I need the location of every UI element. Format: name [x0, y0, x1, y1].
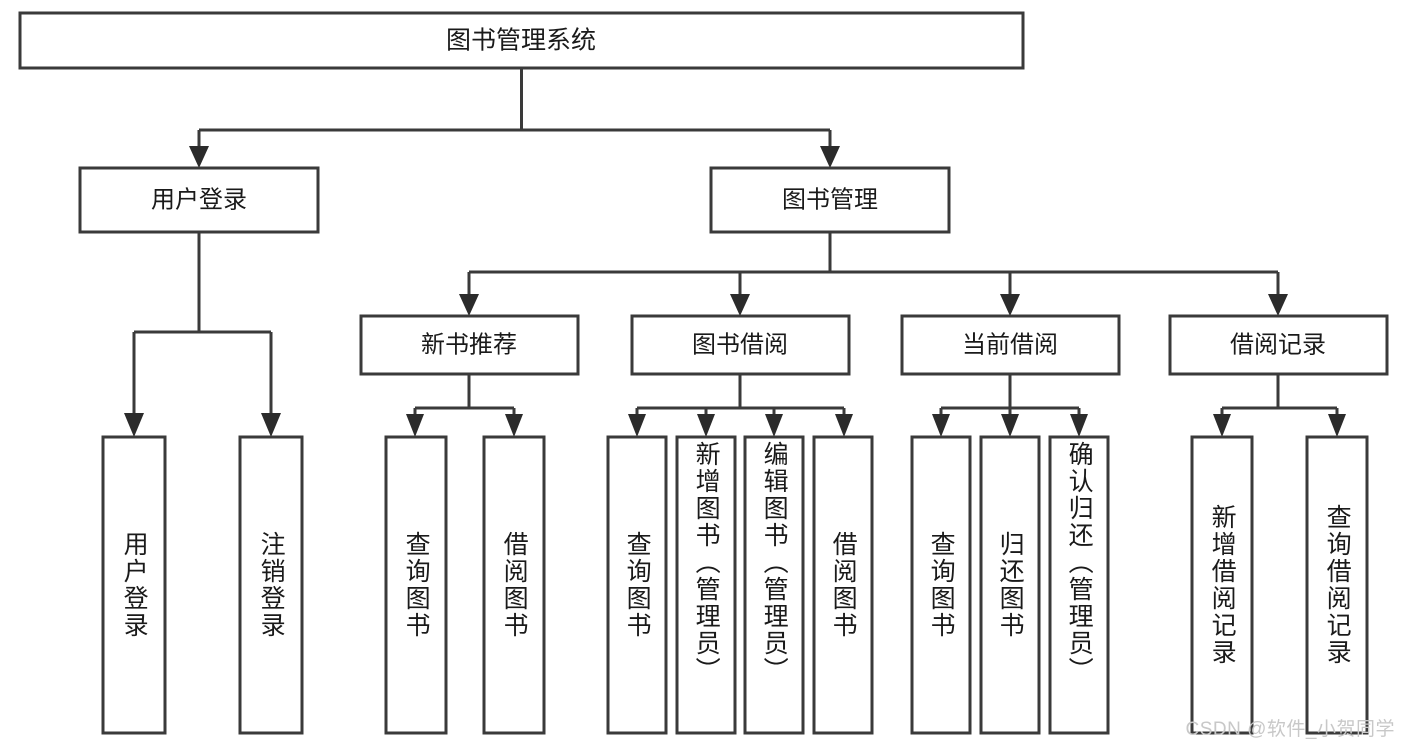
arrow-head-leaf-query-book-2 — [628, 414, 646, 437]
node-bookmgmt-box[interactable] — [709, 166, 951, 234]
node-login[interactable]: 用户登录 — [78, 166, 320, 234]
node-leaf-borrow-book-2-box[interactable] — [812, 435, 874, 735]
node-leaf-query-book-1[interactable]: 查询图书 — [384, 435, 448, 735]
node-leaf-borrow-book-2-label: 借阅图书 — [829, 531, 858, 639]
arrow-head-leaf-edit-book — [765, 414, 783, 437]
node-leaf-query-book-2[interactable]: 查询图书 — [606, 435, 668, 735]
node-leaf-query-record[interactable]: 查询借阅记录 — [1305, 435, 1369, 735]
node-leaf-add-book-label: 新增图书（管理员） — [692, 441, 721, 684]
arrow-head-current — [1000, 294, 1020, 316]
arrow-head-leaf-logout — [261, 413, 281, 437]
node-leaf-add-record-box[interactable] — [1190, 435, 1254, 735]
node-leaf-query-book-3-label: 查询图书 — [927, 531, 956, 639]
arrow-head-leaf-borrow-book-1 — [505, 414, 523, 437]
edge-layer — [124, 68, 1346, 437]
node-leaf-add-book[interactable]: 新增图书（管理员） — [675, 435, 737, 735]
node-leaf-logout-box[interactable] — [238, 435, 304, 735]
node-leaf-add-record-label: 新增借阅记录 — [1208, 504, 1237, 666]
node-leaf-borrow-book-1-box[interactable] — [482, 435, 546, 735]
node-leaf-borrow-book-2[interactable]: 借阅图书 — [812, 435, 874, 735]
node-leaf-return-book[interactable]: 归还图书 — [979, 435, 1041, 735]
node-leaf-user-login-box[interactable] — [101, 435, 167, 735]
node-root[interactable]: 图书管理系统 — [18, 11, 1025, 70]
node-leaf-query-book-1-box[interactable] — [384, 435, 448, 735]
node-leaf-borrow-book-1[interactable]: 借阅图书 — [482, 435, 546, 735]
node-leaf-confirm-return-box[interactable] — [1048, 435, 1110, 735]
node-borrow[interactable]: 图书借阅 — [630, 314, 851, 376]
arrow-head-leaf-add-record — [1213, 414, 1231, 437]
arrow-head-leaf-confirm-return — [1070, 414, 1088, 437]
node-leaf-logout-label: 注销登录 — [257, 531, 286, 639]
node-leaf-add-book-box[interactable] — [675, 435, 737, 735]
node-leaf-return-book-box[interactable] — [979, 435, 1041, 735]
node-leaf-query-book-2-box[interactable] — [606, 435, 668, 735]
node-leaf-query-book-1-label: 查询图书 — [402, 531, 431, 639]
node-leaf-user-login-label: 用户登录 — [120, 531, 149, 639]
arrow-head-newbook — [459, 294, 479, 316]
arrow-head-login — [189, 146, 209, 168]
node-leaf-confirm-return-label: 确认归还（管理员） — [1065, 441, 1094, 684]
arrow-head-record — [1268, 294, 1288, 316]
arrow-head-leaf-user-login — [124, 413, 144, 437]
node-leaf-logout[interactable]: 注销登录 — [238, 435, 304, 735]
node-newbook-label: 新书推荐 — [421, 331, 517, 358]
node-leaf-query-record-label: 查询借阅记录 — [1323, 504, 1352, 666]
arrow-head-bookmgmt — [820, 146, 840, 168]
node-leaf-query-book-2-label: 查询图书 — [623, 531, 652, 639]
node-root-label: 图书管理系统 — [446, 27, 596, 55]
node-newbook-box[interactable] — [359, 314, 580, 376]
node-record-box[interactable] — [1168, 314, 1389, 376]
arrow-head-leaf-query-book-3 — [932, 414, 950, 437]
node-leaf-query-record-box[interactable] — [1305, 435, 1369, 735]
node-leaf-user-login[interactable]: 用户登录 — [101, 435, 167, 735]
node-leaf-add-record[interactable]: 新增借阅记录 — [1190, 435, 1254, 735]
node-leaf-query-book-3[interactable]: 查询图书 — [910, 435, 972, 735]
node-leaf-return-book-label: 归还图书 — [996, 531, 1025, 639]
arrow-head-leaf-add-book — [697, 414, 715, 437]
node-leaf-edit-book-label: 编辑图书（管理员） — [760, 441, 789, 684]
node-root-box[interactable] — [18, 11, 1025, 70]
node-leaf-query-book-3-box[interactable] — [910, 435, 972, 735]
node-borrow-box[interactable] — [630, 314, 851, 376]
arrow-head-leaf-query-book-1 — [406, 414, 424, 437]
node-leaf-confirm-return[interactable]: 确认归还（管理员） — [1048, 435, 1110, 735]
node-login-box[interactable] — [78, 166, 320, 234]
arrow-head-leaf-borrow-book-2 — [835, 414, 853, 437]
arrow-head-leaf-query-record — [1328, 414, 1346, 437]
node-bookmgmt[interactable]: 图书管理 — [709, 166, 951, 234]
node-current-box[interactable] — [900, 314, 1121, 376]
node-current-label: 当前借阅 — [962, 331, 1058, 358]
node-bookmgmt-label: 图书管理 — [782, 186, 878, 213]
arrow-head-leaf-return-book — [1001, 414, 1019, 437]
node-borrow-label: 图书借阅 — [692, 331, 788, 358]
node-leaf-borrow-book-1-label: 借阅图书 — [500, 531, 529, 639]
node-current[interactable]: 当前借阅 — [900, 314, 1121, 376]
node-record-label: 借阅记录 — [1230, 331, 1326, 358]
node-leaf-edit-book-box[interactable] — [743, 435, 805, 735]
node-record[interactable]: 借阅记录 — [1168, 314, 1389, 376]
node-login-label: 用户登录 — [151, 186, 247, 213]
node-newbook[interactable]: 新书推荐 — [359, 314, 580, 376]
arrow-head-borrow — [730, 294, 750, 316]
node-leaf-edit-book[interactable]: 编辑图书（管理员） — [743, 435, 805, 735]
